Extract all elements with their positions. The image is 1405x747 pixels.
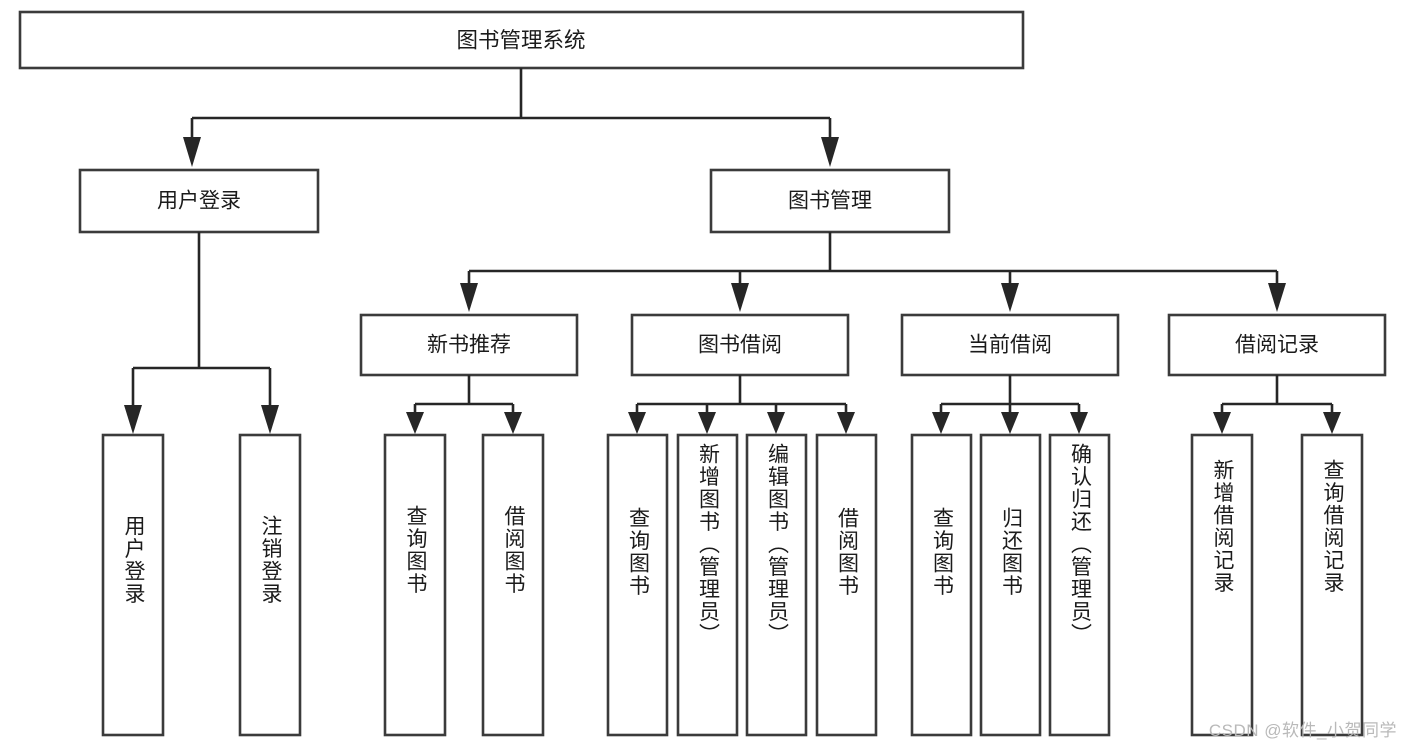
node-borrow-record-label: 借阅记录 [1235,334,1319,357]
leaf-box-current-borrow-1[interactable] [979,433,1042,737]
connector-current-borrow-children [932,375,1088,434]
node-book-borrow-label: 图书借阅 [698,334,782,357]
leaf-box-user-login-1[interactable] [238,433,302,737]
node-book-borrow[interactable]: 图书借阅 [630,313,850,377]
leaf-box-current-borrow-0[interactable] [910,433,973,737]
leaf-box-new-book-1[interactable] [481,433,545,737]
node-root-label: 图书管理系统 [456,29,585,53]
leaf-box-borrow-record-1[interactable] [1300,433,1364,737]
node-user-login[interactable]: 用户登录 [78,168,320,234]
connector-user-login-children [124,232,279,434]
node-new-book-recommend-box [359,313,579,377]
watermark-text: CSDN @软件_小贺同学 [1208,721,1397,740]
node-current-borrow-label: 当前借阅 [968,334,1052,357]
leaf-box-borrow-record-0[interactable] [1190,433,1254,737]
node-new-book-recommend[interactable]: 新书推荐 [359,313,579,377]
node-current-borrow-box [900,313,1120,377]
node-current-borrow[interactable]: 当前借阅 [900,313,1120,377]
connector-borrow-record-children [1213,375,1341,434]
node-new-book-recommend-label: 新书推荐 [427,334,511,357]
node-book-management-label: 图书管理 [788,190,872,213]
leaf-box-book-borrow-1[interactable] [676,433,739,737]
connector-new-book-recommend-children [406,375,522,434]
connector-book-borrow-children [628,375,855,434]
connector-root-trunk [183,68,839,167]
leaf-box-book-borrow-3[interactable] [815,433,878,737]
node-borrow-record[interactable]: 借阅记录 [1167,313,1387,377]
node-root-box [18,10,1025,70]
leaf-box-new-book-0[interactable] [383,433,447,737]
leaf-box-book-borrow-0[interactable] [606,433,669,737]
node-user-login-label: 用户登录 [157,190,241,213]
node-user-login-box [78,168,320,234]
leaf-box-user-login-0[interactable] [101,433,165,737]
node-book-management[interactable]: 图书管理 [709,168,951,234]
connector-book-management-children [460,232,1286,312]
leaf-box-book-borrow-2[interactable] [745,433,808,737]
node-root[interactable]: 图书管理系统 [18,10,1025,70]
leaf-box-current-borrow-2[interactable] [1048,433,1111,737]
